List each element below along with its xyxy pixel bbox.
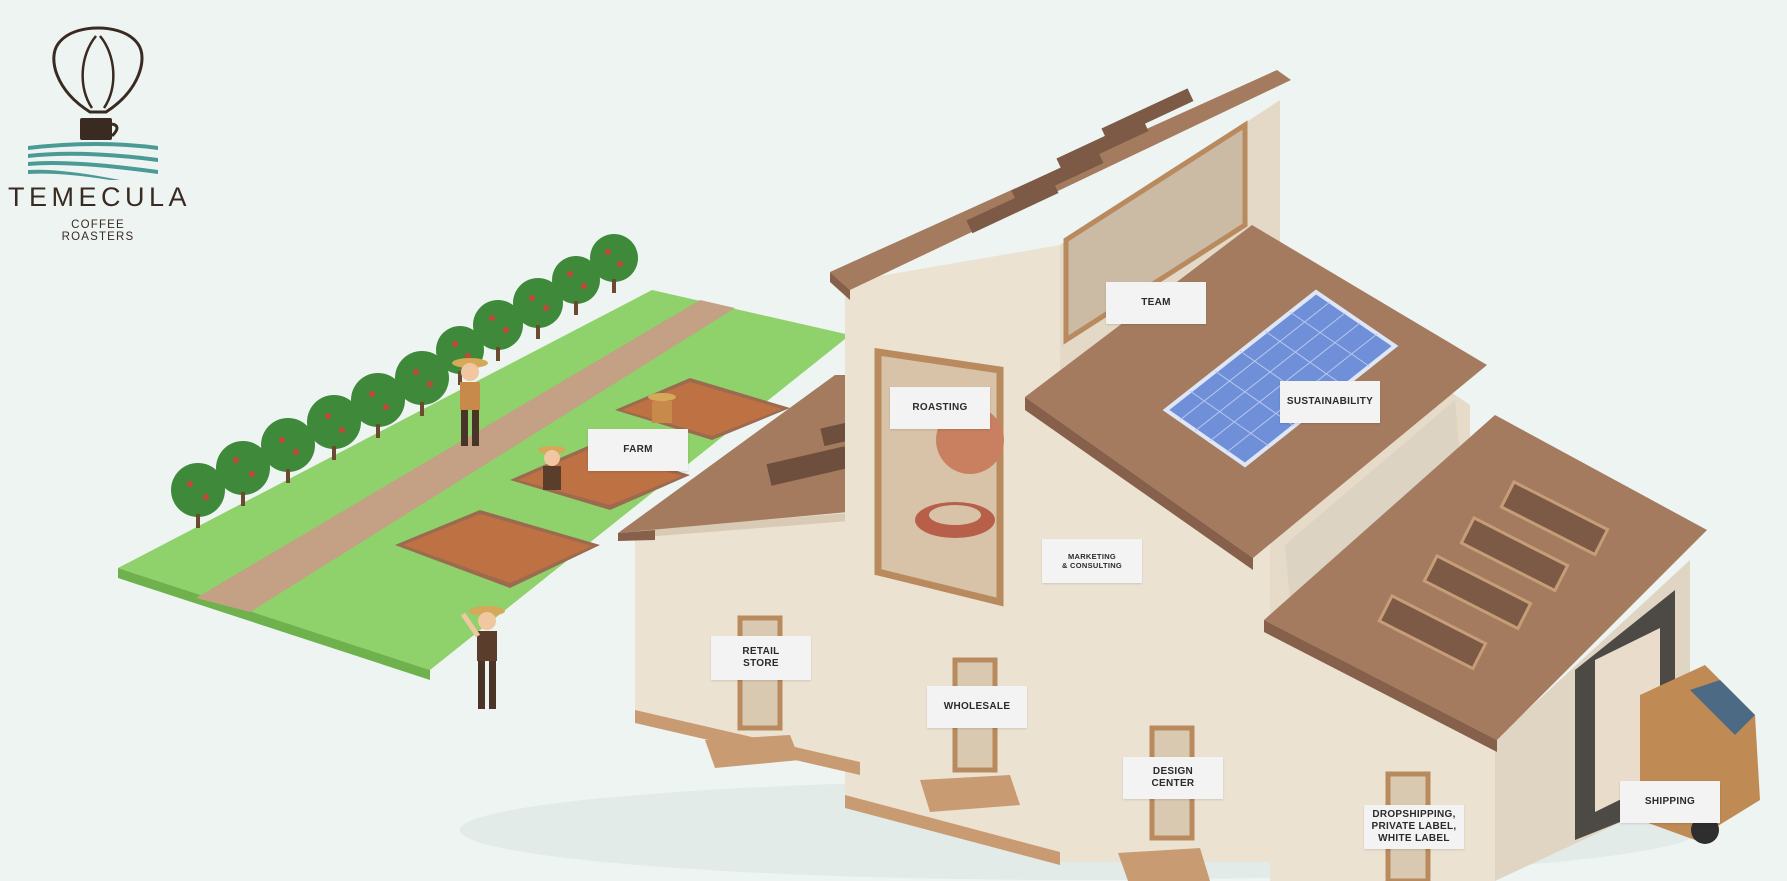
hotspot-marketing-consulting[interactable]: MARKETING & CONSULTING bbox=[1042, 539, 1142, 583]
farmer-figures bbox=[452, 358, 676, 709]
temecula-logo bbox=[28, 26, 158, 180]
hotspot-shipping[interactable]: SHIPPING bbox=[1620, 781, 1720, 823]
brand-name: TEMECULA bbox=[8, 182, 192, 212]
hotspot-design-center[interactable]: DESIGN CENTER bbox=[1123, 757, 1223, 799]
brand-subtitle: COFFEE ROASTERS bbox=[61, 219, 135, 243]
hotspot-team[interactable]: TEAM bbox=[1106, 282, 1206, 324]
hotspot-roasting[interactable]: ROASTING bbox=[890, 387, 990, 429]
coffee-trees bbox=[171, 234, 638, 528]
hotspot-wholesale[interactable]: WHOLESALE bbox=[927, 686, 1027, 728]
hotspot-sustainability[interactable]: SUSTAINABILITY bbox=[1280, 381, 1380, 423]
hotspot-dropshipping-private-label[interactable]: DROPSHIPPING, PRIVATE LABEL, WHITE LABEL bbox=[1364, 805, 1464, 849]
hotspot-retail-store[interactable]: RETAIL STORE bbox=[711, 636, 811, 680]
hotspot-farm[interactable]: FARM bbox=[588, 429, 688, 471]
